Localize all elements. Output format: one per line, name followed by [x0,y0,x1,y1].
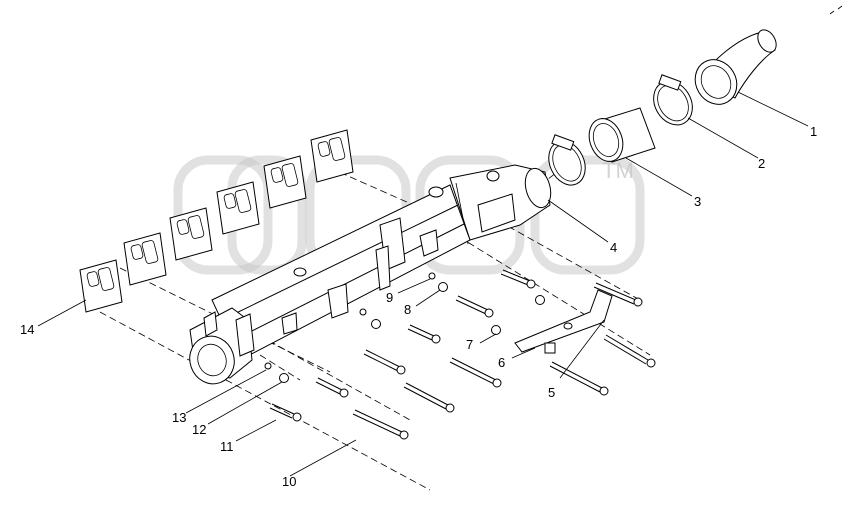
part-3-sleeve [588,107,656,163]
bolt [269,403,302,422]
gasket [79,259,123,313]
part-1-elbow-hose [694,29,777,105]
bolt [407,324,441,344]
leader-lines [37,91,809,477]
part-4-outlet-housing [449,164,552,245]
gasket [123,232,167,286]
callout-4: 4 [610,240,617,255]
bolt [352,409,409,440]
nuts-and-washers [264,272,545,383]
gasket [263,155,307,209]
bolt [315,377,349,398]
callout-10: 10 [282,474,296,489]
bolts [269,269,656,440]
part-14-gaskets [79,129,354,313]
gasket [169,207,213,261]
callout-7: 7 [466,337,473,352]
bolt [549,361,609,396]
callout-numbers: 1 2 3 4 5 6 7 8 9 10 11 12 13 14 [20,124,817,489]
callout-14: 14 [20,322,34,337]
manifold-body [189,184,471,385]
callout-13: 13 [172,410,186,425]
callout-6: 6 [498,355,505,370]
callout-12: 12 [192,422,206,437]
bolt [500,269,536,289]
gasket [216,181,260,235]
bolt [449,357,502,388]
callout-2: 2 [758,156,765,171]
bolt [593,282,643,307]
watermark-tm: TM [602,158,634,183]
part-clamp-near-manifold [548,134,586,186]
callout-9: 9 [386,290,393,305]
bolt [363,349,406,375]
gasket [310,129,354,183]
part-2-clamp [653,74,693,126]
bolt [603,334,656,368]
callout-8: 8 [404,302,411,317]
part-6-bracket [514,289,613,354]
bolt [403,382,455,413]
corner-mark [829,5,843,15]
callout-3: 3 [694,194,701,209]
callout-11: 11 [220,439,234,454]
callout-1: 1 [810,124,817,139]
bolt [455,295,494,318]
callout-5: 5 [548,385,555,400]
